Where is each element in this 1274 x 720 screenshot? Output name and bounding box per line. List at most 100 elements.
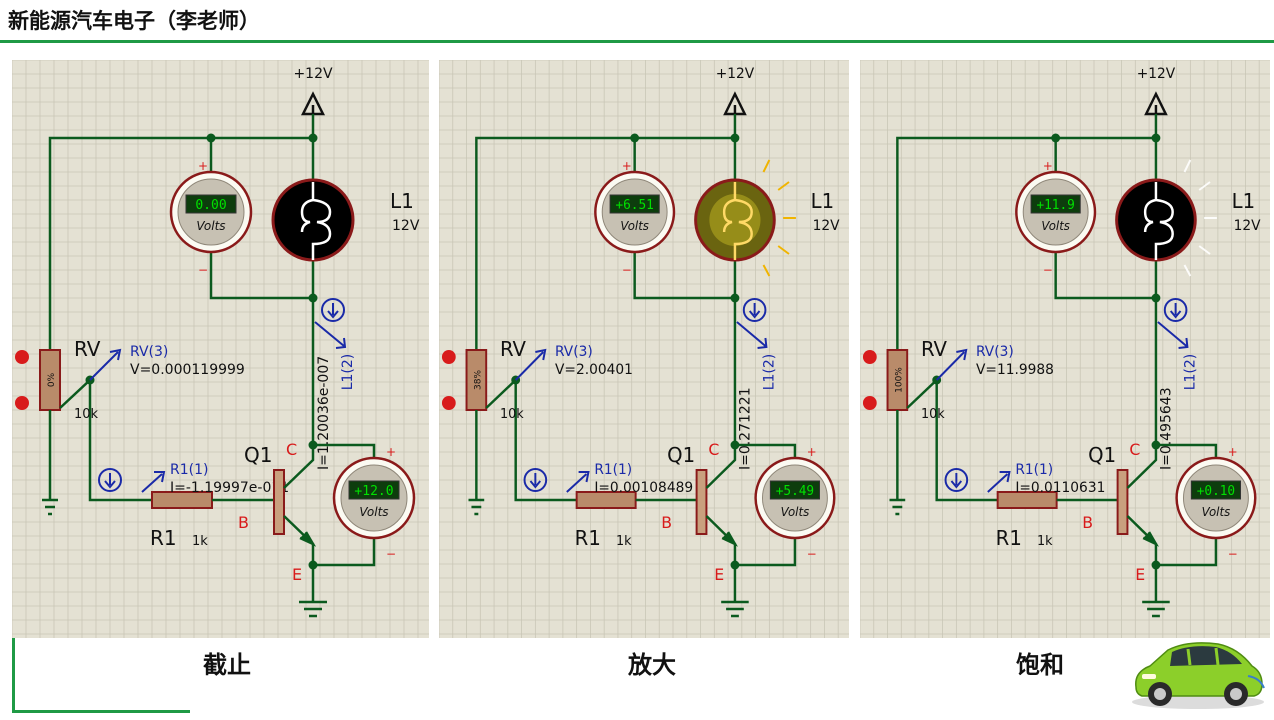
meter-reading: +5.49 (776, 484, 814, 499)
supply-label: +12V (716, 66, 755, 82)
meter-plus: + (807, 445, 817, 459)
decorative-left-bar (12, 600, 15, 712)
supply-label: +12V (1137, 66, 1176, 82)
pin-e-label: E (292, 565, 302, 584)
decorative-bottom-line (12, 710, 190, 713)
l1-probe-label: L1(2) (340, 354, 356, 391)
meter-plus: + (1228, 445, 1238, 459)
meter-minus: − (807, 547, 817, 561)
q1-name: Q1 (667, 444, 695, 467)
rv-name: RV (500, 338, 526, 361)
current-probe-icon (742, 298, 767, 322)
r1-name: R1 (996, 527, 1022, 550)
pin-c-label: C (286, 440, 297, 459)
meter-unit: Volts (196, 219, 225, 233)
lamp-name: L1 (1232, 190, 1255, 213)
l1-probe-label: L1(2) (1182, 354, 1198, 391)
meter-unit: Volts (1041, 219, 1070, 233)
lamp-icon (694, 159, 796, 277)
r1-value: 1k (616, 534, 632, 549)
current-probe-icon (944, 468, 969, 492)
pin-b-label: B (238, 513, 249, 532)
voltmeter-top: +6.51 Volts (594, 170, 676, 254)
meter-minus: − (1043, 263, 1053, 277)
meter-unit: Volts (781, 505, 810, 519)
lamp-icon (1115, 159, 1217, 277)
meter-minus: − (386, 547, 396, 561)
supply-label: +12V (293, 66, 333, 82)
l1-probe-label: L1(2) (761, 354, 777, 391)
ic-current: I=0.271221 (738, 387, 754, 470)
voltmeter-top: 0.00 Volts (169, 170, 253, 254)
caption-saturation: 饱和 (1016, 651, 1064, 679)
meter-unit: Volts (1202, 505, 1231, 519)
meter-minus: − (198, 263, 208, 277)
r1-probe-label: R1(1) (170, 462, 208, 478)
rv-probe-label: RV(3) (555, 344, 593, 360)
pin-c-label: C (708, 440, 719, 459)
rv-value: 10k (74, 407, 99, 422)
r1-name: R1 (575, 527, 601, 550)
rv-name: RV (74, 337, 101, 361)
pin-b-label: B (661, 513, 672, 532)
lamp-rating: 12V (813, 218, 840, 234)
pin-e-label: E (714, 565, 724, 584)
rv-name: RV (921, 338, 947, 361)
pin-b-label: B (1082, 513, 1093, 532)
voltmeter-ce: +5.49 Volts (754, 456, 836, 540)
r1-value: 1k (1037, 534, 1053, 549)
r1-current: I=0.00108489 (594, 480, 693, 496)
r1-value: 1k (192, 534, 208, 549)
meter-unit: Volts (359, 505, 388, 519)
rv-probe-label: RV(3) (976, 344, 1014, 360)
rv-voltage: V=11.9988 (976, 362, 1054, 378)
meter-minus: − (1228, 547, 1238, 561)
meter-plus: + (386, 445, 396, 459)
rv-percent: 100% (894, 367, 904, 393)
rv-voltage: V=2.00401 (555, 362, 633, 378)
voltmeter-ce: +0.10 Volts (1175, 456, 1257, 540)
r1-current: I=-1.19997e-011 (170, 480, 289, 496)
r1-current: I=0.0110631 (1015, 480, 1105, 496)
lamp-icon (271, 178, 355, 262)
q1-name: Q1 (1088, 444, 1116, 467)
pin-e-label: E (1135, 565, 1145, 584)
pin-c-label: C (1129, 440, 1140, 459)
r1-name: R1 (150, 526, 177, 550)
r1-probe-label: R1(1) (1015, 462, 1053, 478)
meter-reading: 0.00 (195, 198, 226, 213)
page-title: 新能源汽车电子（李老师） (8, 9, 260, 33)
current-probe-icon (321, 298, 345, 322)
ic-current: I=0.495643 (1159, 387, 1175, 470)
r1-probe-label: R1(1) (594, 462, 632, 478)
caption-cutoff: 截止 (203, 651, 251, 679)
lamp-rating: 12V (392, 218, 420, 234)
meter-reading: +6.51 (615, 198, 653, 213)
rv-percent: 0% (47, 372, 57, 387)
rv-value: 10k (500, 407, 524, 422)
current-probe-icon (523, 468, 548, 492)
meter-minus: − (622, 263, 632, 277)
meter-reading: +0.10 (1197, 484, 1235, 499)
caption-amplify: 放大 (628, 651, 676, 679)
meter-reading: +12.0 (354, 484, 393, 499)
voltmeter-ce: +12.0 Volts (332, 456, 416, 540)
q1-name: Q1 (244, 443, 272, 467)
voltmeter-top: +11.9 Volts (1015, 170, 1097, 254)
lamp-rating: 12V (1234, 218, 1261, 234)
rv-voltage: V=0.000119999 (130, 362, 245, 378)
meter-plus: + (198, 159, 208, 173)
lamp-name: L1 (390, 189, 414, 213)
current-probe-icon (98, 468, 122, 492)
rv-percent: 38% (473, 370, 483, 390)
meter-plus: + (1043, 159, 1053, 173)
rv-probe-label: RV(3) (130, 344, 168, 360)
meter-unit: Volts (620, 219, 649, 233)
rv-value: 10k (921, 407, 945, 422)
header-divider (0, 40, 1274, 43)
lamp-name: L1 (811, 190, 834, 213)
car-logo-icon (1132, 642, 1265, 709)
